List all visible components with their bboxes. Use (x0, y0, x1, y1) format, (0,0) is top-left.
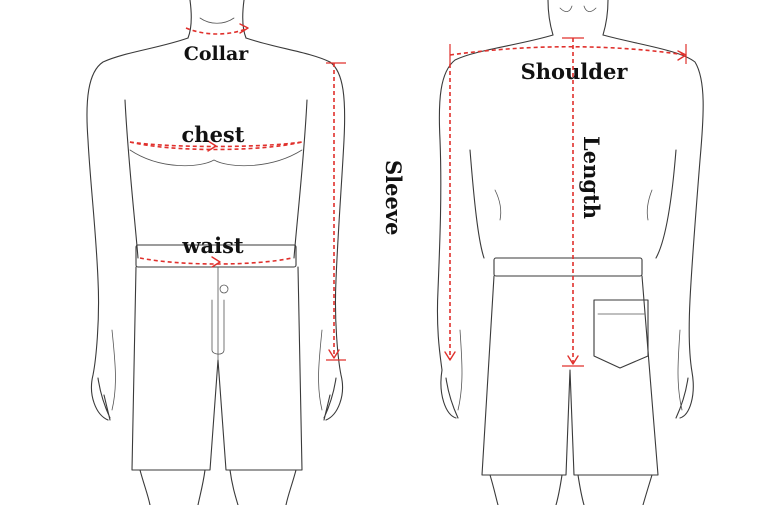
sleeve-measure: Sleeve (326, 62, 406, 361)
chest-measure: chest (129, 122, 303, 152)
shoulder-label: Shoulder (521, 59, 629, 84)
length-label: Length (579, 136, 604, 219)
back-figure (436, 0, 704, 505)
waist-measure: waist (139, 233, 293, 268)
collar-label: Collar (184, 43, 250, 65)
chest-label: chest (182, 122, 245, 147)
waist-label: waist (181, 233, 243, 258)
length-measure: Length (562, 37, 604, 367)
collar-measure: Collar (184, 23, 250, 65)
shoulder-measure: Shoulder (449, 44, 687, 84)
front-figure (86, 0, 346, 505)
sleeve-label: Sleeve (381, 160, 406, 235)
back-sleeve-measure (444, 64, 456, 361)
